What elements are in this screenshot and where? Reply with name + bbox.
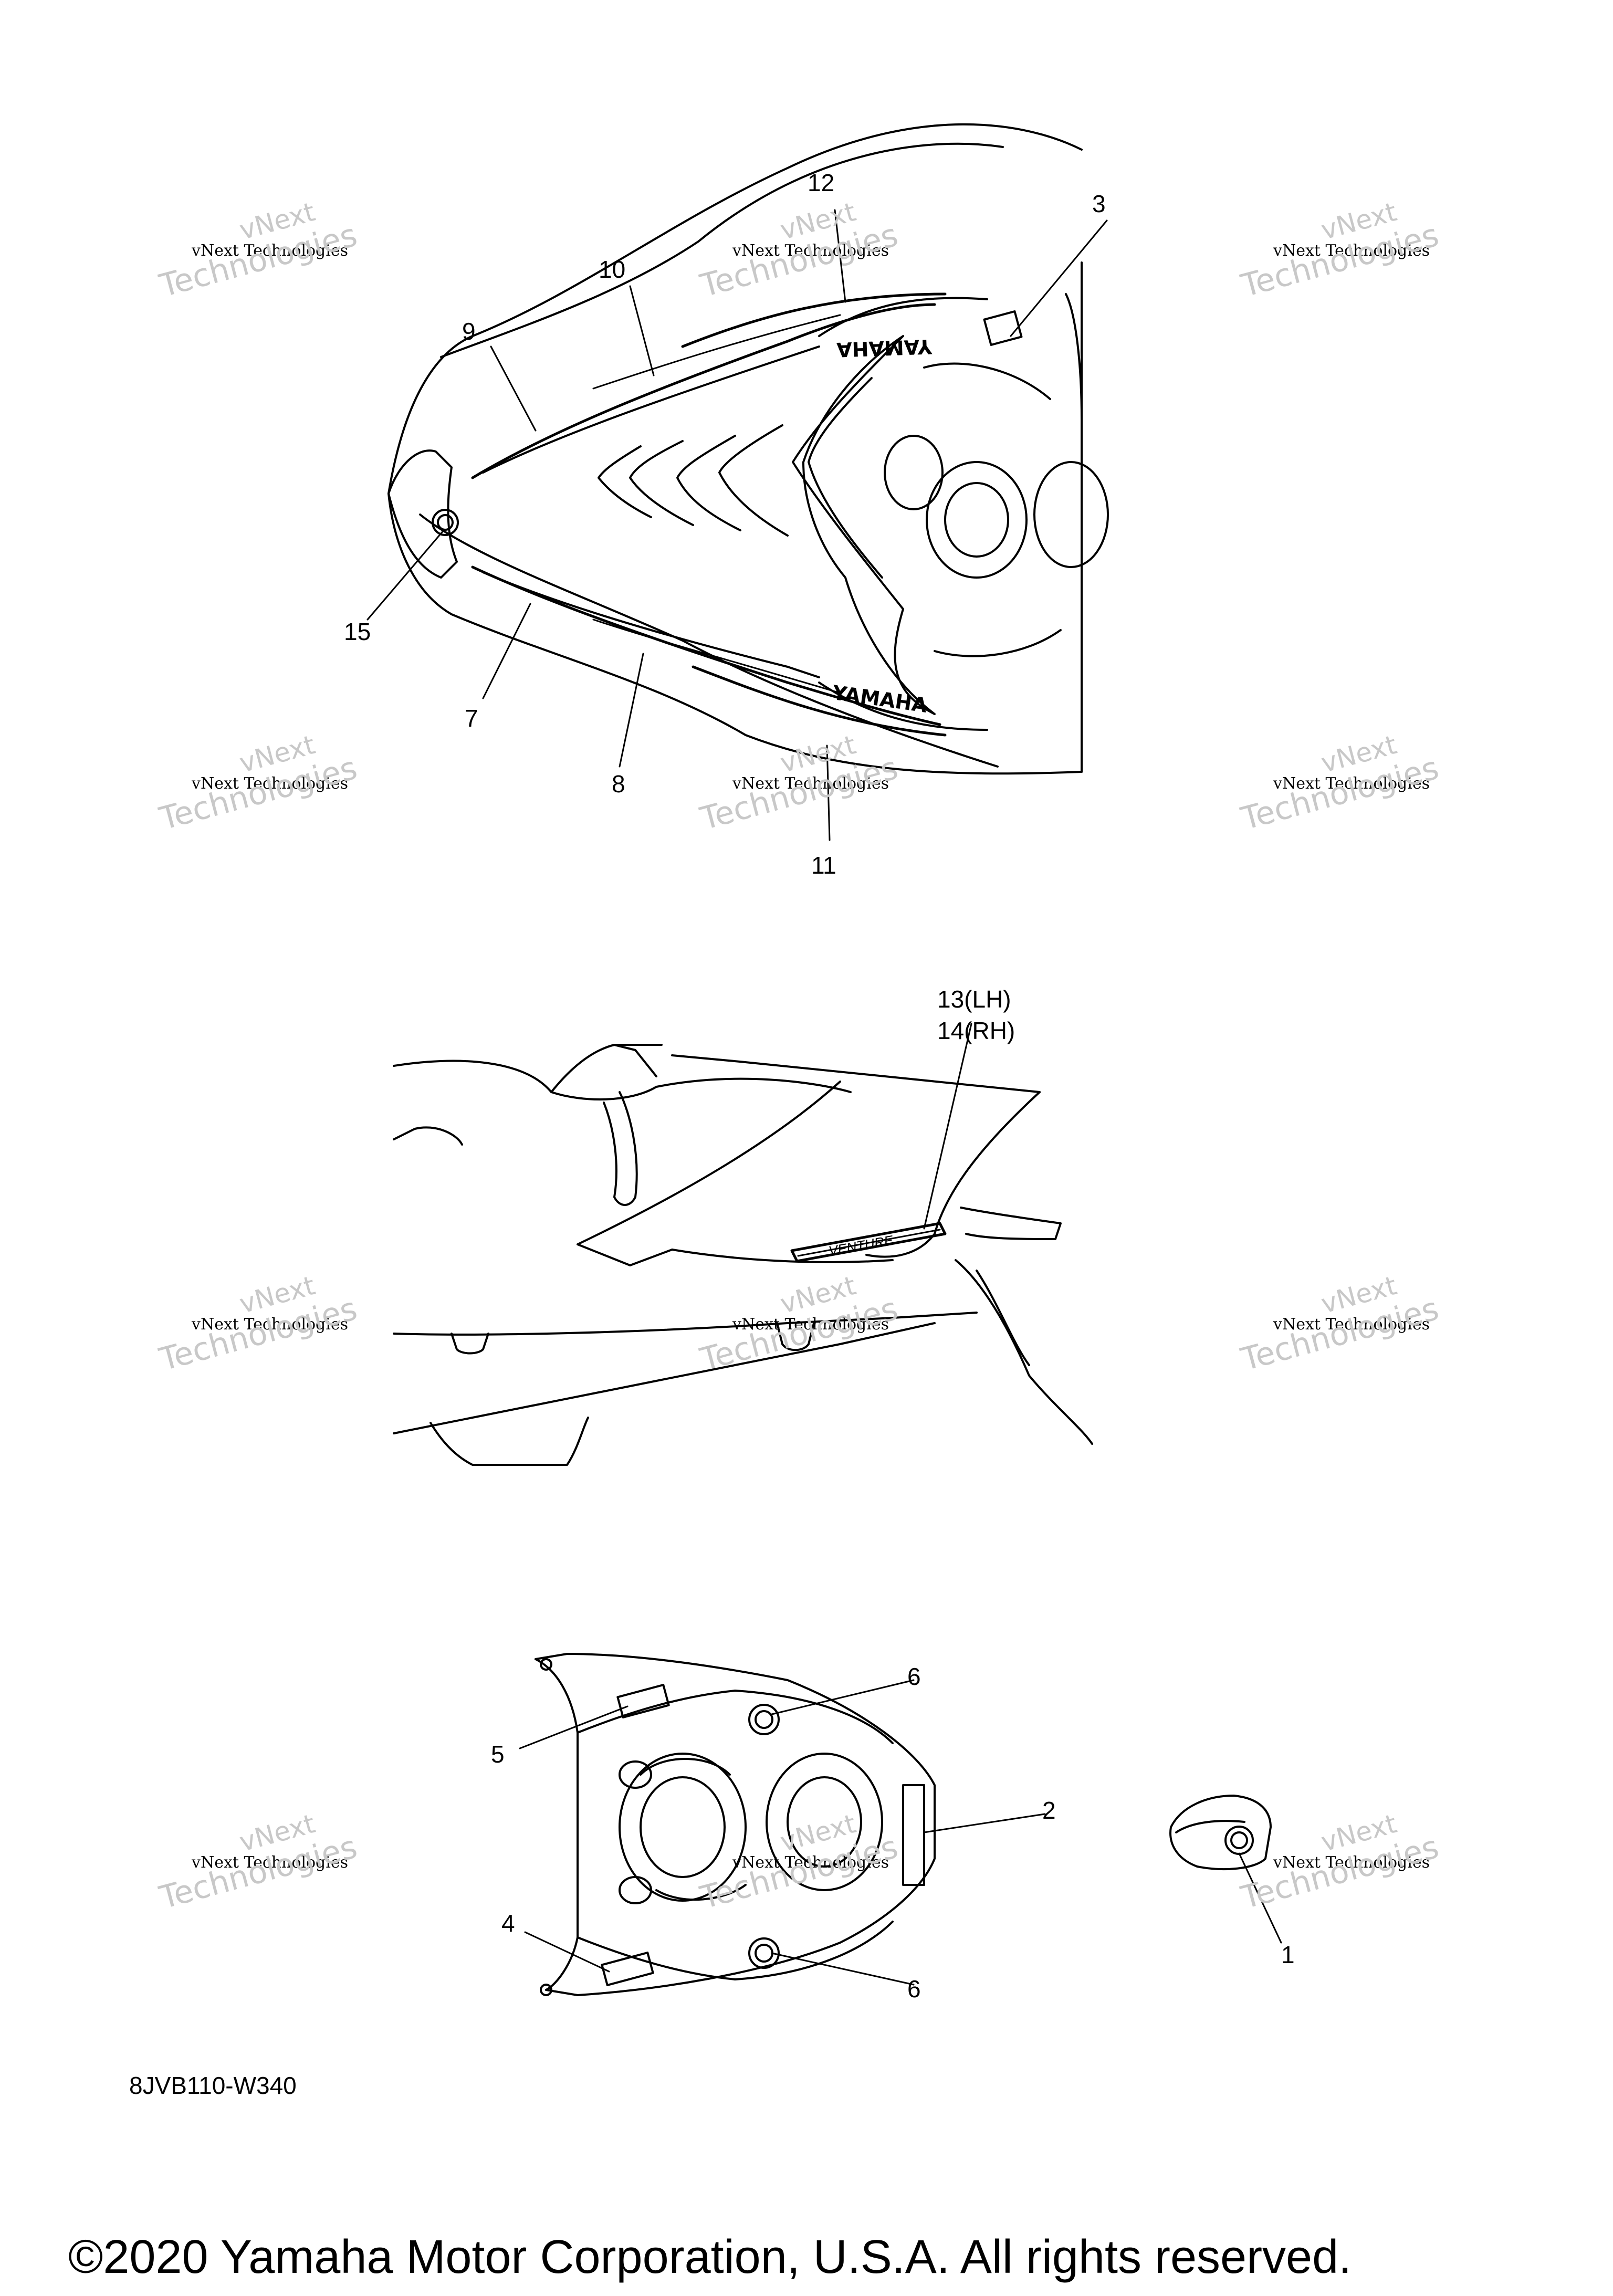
- callout-3: 3: [1092, 190, 1106, 217]
- callout-5: 5: [491, 1741, 505, 1768]
- callout-13: 13(LH): [937, 986, 1011, 1013]
- callout-12: 12: [808, 169, 835, 196]
- yamaha-decal-lower: YAMAHA: [831, 681, 929, 717]
- emblem-part-view: [1169, 1795, 1272, 1870]
- venture-decal-text: VENTURE: [828, 1232, 895, 1259]
- rear-deck-view: [535, 1653, 936, 1996]
- watermark: vNext vNext Technologies Technologies: [696, 1270, 902, 1378]
- watermark: vNext vNext Technologies Technologies: [1237, 196, 1443, 305]
- callout-1: 1: [1281, 1941, 1295, 1968]
- yamaha-decal-upper: YAMAHA: [836, 335, 933, 361]
- callout-6-upper: 6: [907, 1663, 921, 1690]
- callout-7: 7: [465, 705, 478, 732]
- watermark: vNext vNext Technologies Technologies: [155, 1270, 361, 1378]
- hull-side-view: VENTURE: [393, 1044, 1093, 1466]
- watermark: vNext vNext Technologies Technologies: [696, 1808, 902, 1916]
- watermark: vNext vNext Technologies Technologies: [696, 729, 902, 837]
- watermark: vNext vNext Technologies Technologies: [155, 196, 361, 305]
- hull-top-view: [387, 123, 1109, 775]
- watermark: vNext vNext Technologies Technologies: [696, 196, 902, 305]
- watermark: vNext vNext Technologies Technologies: [1237, 1270, 1443, 1378]
- callout-15: 15: [344, 618, 371, 645]
- callout-8: 8: [612, 770, 625, 798]
- callout-14: 14(RH): [937, 1017, 1015, 1044]
- diagram-part-code: 8JVB110-W340: [129, 2072, 297, 2099]
- callout-2: 2: [1042, 1797, 1056, 1824]
- leader-lines: [366, 209, 1282, 1986]
- callout-11: 11: [811, 852, 836, 879]
- watermark: vNext vNext Technologies Technologies: [155, 1808, 361, 1916]
- watermark: vNext vNext Technologies Technologies: [155, 729, 361, 837]
- watermark: vNext vNext Technologies Technologies: [1237, 1808, 1443, 1916]
- callout-6-lower: 6: [907, 1975, 921, 2003]
- callout-9: 9: [462, 318, 476, 345]
- copyright-notice: ©2020 Yamaha Motor Corporation, U.S.A. A…: [68, 2231, 1352, 2283]
- callout-10: 10: [599, 256, 626, 283]
- callout-4: 4: [501, 1910, 515, 1937]
- watermark: vNext vNext Technologies Technologies: [1237, 729, 1443, 837]
